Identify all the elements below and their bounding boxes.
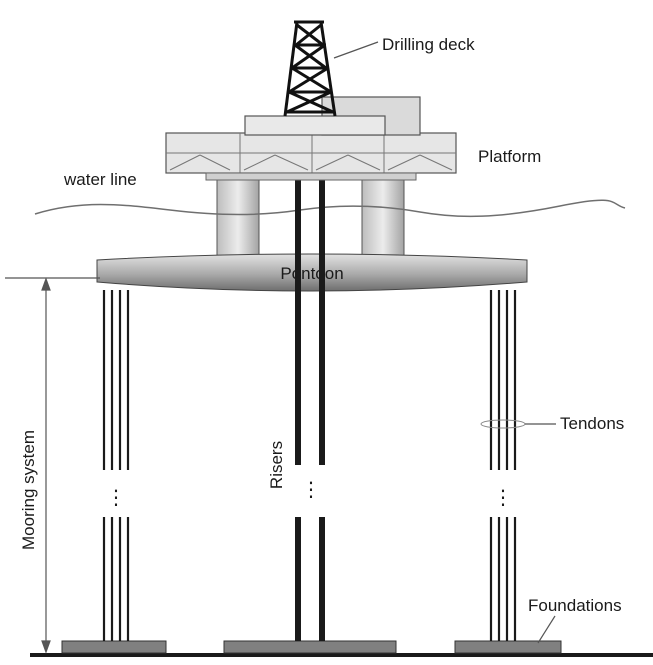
foundations [61, 640, 562, 654]
tendons-left [102, 290, 130, 641]
mooring-system-label: Mooring system [19, 430, 38, 550]
column-left [216, 174, 260, 258]
tendons-right-ellipsis: ⋮ [493, 487, 513, 509]
pontoon [96, 253, 528, 292]
columns [216, 174, 405, 258]
platform-deck [165, 132, 457, 181]
tendons-label: Tendons [560, 414, 624, 433]
platform-label: Platform [478, 147, 541, 166]
column-right [361, 174, 405, 258]
risers [295, 175, 325, 641]
foundation-right [454, 640, 562, 654]
water-line-label: water line [63, 170, 137, 189]
foundation-center [223, 640, 397, 654]
deck-house [244, 115, 386, 136]
foundations-leader [537, 615, 556, 644]
drilling-deck-label: Drilling deck [382, 35, 475, 54]
pontoon-label: Pontoon [280, 264, 343, 283]
tendons-left-ellipsis: ⋮ [106, 487, 126, 509]
risers-label: Risers [267, 441, 286, 489]
water-line-wave [34, 199, 626, 218]
drilling-derrick [283, 20, 337, 117]
drilling-deck-leader [333, 41, 379, 59]
tendons-right [489, 290, 517, 641]
foundation-left [61, 640, 167, 654]
risers-ellipsis: ⋮ [301, 479, 321, 501]
tendons-marker [480, 419, 526, 429]
mooring-dimension [5, 277, 100, 654]
foundations-label: Foundations [528, 596, 622, 615]
